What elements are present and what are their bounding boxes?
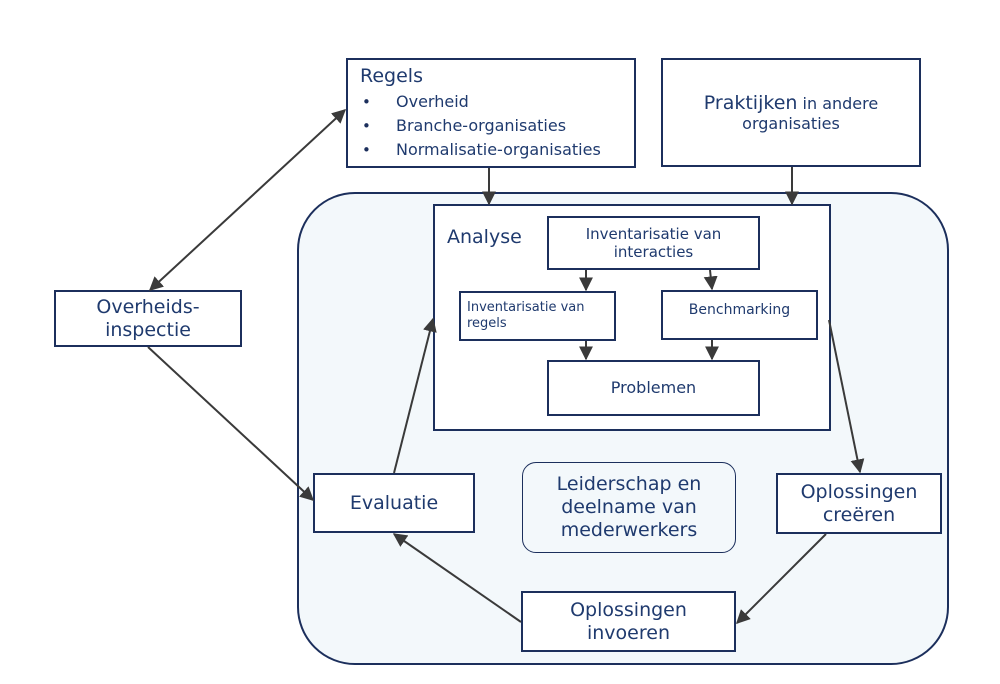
inventarisatie-regels-line2: regels — [467, 316, 507, 331]
leiderschap-line1: Leiderschap en — [556, 473, 702, 496]
benchmarking-label: Benchmarking — [688, 302, 791, 318]
praktijken-line1: Praktijken in andere — [704, 92, 878, 115]
leiderschap-line2: deelname van — [561, 496, 697, 519]
arrow-invoeren-evaluatie — [392, 533, 522, 623]
regels-item-branche: Branche-organisaties — [360, 114, 601, 138]
interacties-line1: Inventarisatie van — [585, 225, 722, 243]
overheidsinspectie-box: Overheids- inspectie — [54, 290, 242, 347]
evaluatie-label: Evaluatie — [349, 491, 439, 514]
oplossingen-invoeren-line2: invoeren — [586, 621, 670, 644]
oplossingen-creeren-line1: Oplossingen — [800, 480, 918, 503]
arrow-creeren-invoeren — [736, 533, 827, 624]
regels-list: Overheid Branche-organisaties Normalisat… — [360, 90, 601, 162]
inventarisatie-regels-line1: Inventarisatie van — [467, 300, 585, 316]
regels-item-normalisatie: Normalisatie-organisaties — [360, 138, 601, 162]
regels-box: Regels Overheid Branche-organisaties Nor… — [346, 58, 636, 168]
problemen-label: Problemen — [610, 378, 697, 398]
overheidsinspectie-line1: Overheids- — [96, 295, 200, 318]
praktijken-title: Praktijken — [703, 91, 798, 114]
oplossingen-invoeren-box: Oplossingen invoeren — [521, 591, 736, 652]
analyse-title: Analyse — [447, 226, 522, 248]
benchmarking-box: Benchmarking — [661, 290, 818, 340]
oplossingen-invoeren-line1: Oplossingen — [570, 598, 687, 621]
problemen-box: Problemen — [547, 360, 760, 416]
arrow-evaluatie-analyse — [393, 317, 437, 474]
arrow-interacties-benchmarking — [703, 269, 718, 291]
interacties-line2: interacties — [613, 243, 694, 261]
arrow-analyse-creeren — [828, 319, 865, 474]
interacties-box: Inventarisatie van interacties — [547, 216, 760, 270]
oplossingen-creeren-line2: creëren — [822, 503, 896, 526]
inventarisatie-regels-box: Inventarisatie van regels — [459, 291, 616, 341]
praktijken-line2: organisaties — [742, 114, 840, 134]
regels-title: Regels — [360, 65, 423, 87]
evaluatie-box: Evaluatie — [313, 473, 475, 533]
praktijken-title-rest: in andere — [797, 93, 879, 113]
leiderschap-line3: mederwerkers — [560, 518, 698, 541]
praktijken-box: Praktijken in andere organisaties — [661, 58, 921, 167]
arrow-inspectie-evaluatie — [147, 346, 315, 501]
leiderschap-box: Leiderschap en deelname van mederwerkers — [522, 462, 736, 553]
oplossingen-creeren-box: Oplossingen creëren — [776, 473, 942, 534]
regels-item-overheid: Overheid — [360, 90, 601, 114]
overheidsinspectie-line2: inspectie — [105, 318, 191, 341]
arrow-inspectie-regels — [148, 109, 347, 291]
